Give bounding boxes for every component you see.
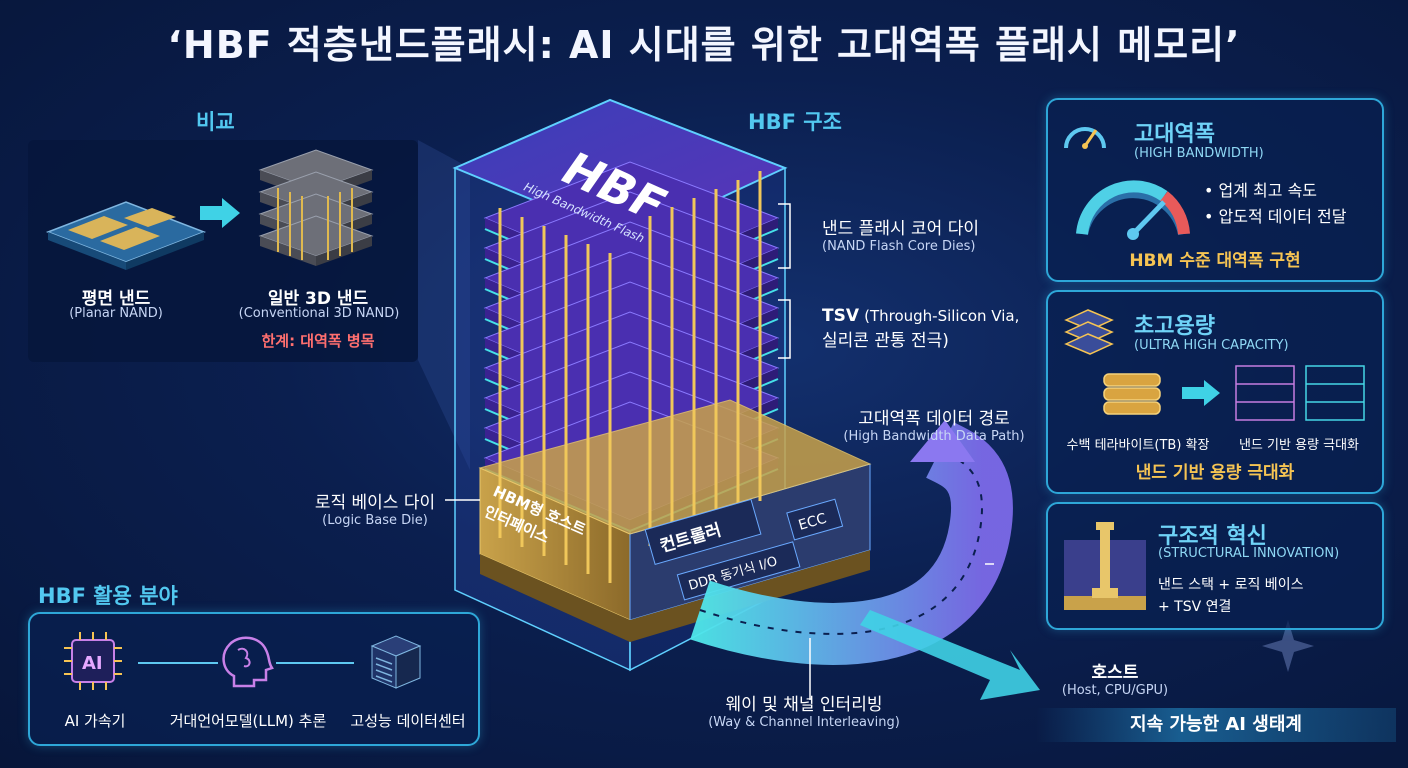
conventional-3d-nand-icon (258, 149, 374, 266)
logic-base-sublabel: (Logic Base Die) (322, 513, 428, 528)
logic-base-top (478, 399, 872, 535)
capacity-panel: 초고용량 (ULTRA HIGH CAPACITY) 수백 테라바이트(TB) … (1046, 290, 1384, 494)
interleaving-sublabel: (Way & Channel Interleaving) (708, 715, 900, 730)
structure-heading: HBF 구조 (748, 110, 842, 134)
bandwidth-en: (HIGH BANDWIDTH) (1134, 146, 1264, 161)
core-dies-sublabel: (NAND Flash Core Dies) (822, 239, 976, 254)
bandwidth-panel: 고대역폭 (HIGH BANDWIDTH) • 업계 최고 속도 • 압도적 데… (1046, 98, 1384, 282)
ecc-label: ECC (797, 511, 829, 534)
host-sublabel: (Host, CPU/GPU) (1061, 683, 1169, 698)
compare-heading: 비교 (196, 110, 235, 134)
tsv-label: TSV (822, 306, 859, 326)
ai-chip-text: AI (82, 653, 103, 674)
ecosystem-banner: 지속 가능한 AI 생태계 (1036, 708, 1396, 742)
innovation-line2: + TSV 연결 (1158, 599, 1232, 615)
conv-label: 일반 3D 낸드 (267, 289, 369, 309)
conv-sublabel: (Conventional 3D NAND) (238, 306, 400, 321)
bandwidth-footer: HBM 수준 대역폭 구현 (1129, 251, 1301, 271)
sparkle-icon (1262, 620, 1314, 672)
apps-connector-2 (276, 662, 354, 664)
planar-nand-icon (45, 201, 207, 270)
interleaving-label: 웨이 및 채널 인터리빙 (725, 695, 883, 715)
ecosystem-text: 지속 가능한 AI 생태계 (1130, 714, 1302, 735)
data-path-ribbon (690, 420, 1040, 700)
data-path-label: 고대역폭 데이터 경로 (858, 409, 1010, 429)
tsv-sub1: (Through-Silicon Via, (864, 307, 1020, 325)
app-item-datacenter: 고성능 데이터센터 (350, 712, 466, 730)
capacity-left-caption: 수백 테라바이트(TB) 확장 (1066, 438, 1210, 453)
apps-heading: HBF 활용 분야 (38, 584, 178, 608)
planar-label: 평면 낸드 (81, 289, 151, 309)
page-title: ‘HBF 적층낸드플래시: AI 시대를 위한 고대역폭 플래시 메모리’ (167, 23, 1241, 67)
innovation-title: 구조적 혁신 (1158, 524, 1267, 549)
core-dies-label: 낸드 플래시 코어 다이 (822, 219, 979, 239)
apps-connector-1 (138, 662, 218, 664)
bandwidth-bullet-2: • 압도적 데이터 전달 (1204, 207, 1347, 226)
innovation-en: (STRUCTURAL INNOVATION) (1158, 546, 1340, 561)
tsv-sub2: 실리콘 관통 전극) (822, 331, 949, 351)
data-path-sublabel: (High Bandwidth Data Path) (843, 429, 1025, 444)
compare-arrow-icon (200, 198, 240, 228)
limit-text: 한계: 대역폭 병목 (261, 332, 375, 350)
planar-sublabel: (Planar NAND) (69, 306, 163, 321)
hbf-stack-diagram: HBM형 호스트 인터페이스 컨트롤러 DDR 동기식 I/O ECC HBF … (418, 98, 1040, 700)
bandwidth-bullet-1: • 업계 최고 속도 (1204, 181, 1318, 200)
innovation-line1: 낸드 스택 + 로직 베이스 (1158, 577, 1304, 593)
capacity-title: 초고용량 (1134, 314, 1215, 339)
tsv-pins (498, 171, 762, 583)
speedometer-icon (1064, 127, 1106, 149)
brain-head-icon (222, 636, 274, 688)
tsv-pin-icon (1064, 522, 1146, 610)
server-rack-icon (1235, 365, 1365, 421)
gauge-icon (1076, 180, 1190, 240)
disk-stack-icon (1103, 373, 1161, 415)
app-item-ai-accelerator: AI 가속기 (64, 712, 126, 730)
innovation-panel: 구조적 혁신 (STRUCTURAL INNOVATION) 낸드 스택 + 로… (1046, 502, 1384, 630)
apps-panel: AI AI 가속기 거대언어모델(LLM) 추론 고성능 데이터센터 (28, 612, 480, 746)
database-stack-icon (1064, 309, 1114, 355)
capacity-footer: 낸드 기반 용량 극대화 (1135, 463, 1295, 483)
capacity-arrow-icon (1182, 380, 1220, 406)
host-label: 호스트 (1091, 663, 1139, 683)
app-item-llm: 거대언어모델(LLM) 추론 (169, 712, 327, 730)
logic-base-label: 로직 베이스 다이 (314, 493, 436, 513)
capacity-right-caption: 낸드 기반 용량 극대화 (1238, 438, 1360, 453)
compare-illustration (45, 149, 374, 270)
datacenter-icon (370, 635, 422, 689)
ai-chip-icon: AI (64, 632, 122, 690)
capacity-en: (ULTRA HIGH CAPACITY) (1134, 338, 1289, 353)
bandwidth-title: 고대역폭 (1134, 122, 1215, 147)
compare-panel: 평면 낸드 (Planar NAND) 일반 3D 낸드 (Convention… (28, 140, 418, 362)
